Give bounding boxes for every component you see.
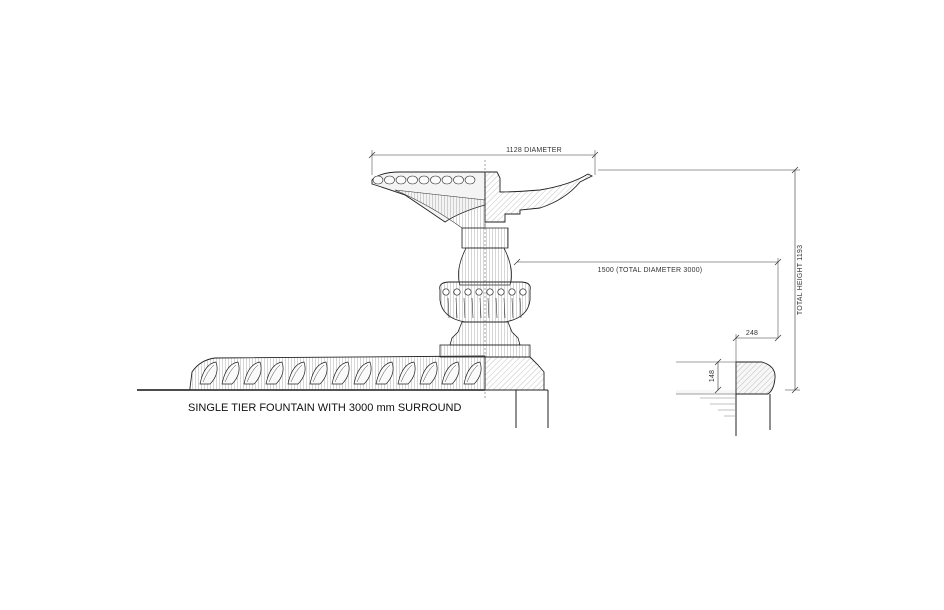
knop-flute (455, 297, 458, 319)
knop-flutes (447, 297, 522, 319)
knop-bead (453, 288, 461, 296)
knop-bead-ornament (442, 288, 527, 296)
leaf-vein (246, 364, 259, 383)
knop-bead (442, 288, 450, 296)
knop-flute (447, 297, 450, 319)
total-height-dimension: TOTAL HEIGHT 1193 (598, 166, 804, 394)
leaf-vein (356, 364, 369, 383)
knop-bead (475, 288, 483, 296)
rim-bead (464, 175, 476, 185)
rim-bead (407, 175, 418, 185)
knop-bead (486, 288, 494, 296)
rim-bead (430, 175, 441, 185)
kerb-width-label: 248 (746, 330, 758, 337)
knop-flute (487, 297, 490, 319)
leaf-vein (290, 364, 303, 383)
bowl-rim-ornament (372, 175, 476, 185)
leaf-vein (312, 364, 325, 383)
kerb-height-label: 148 (709, 370, 716, 382)
knop-bead (497, 288, 505, 296)
bowl-section (484, 171, 594, 223)
rim-bead (395, 175, 407, 185)
rim-bead (453, 175, 464, 185)
knop-bead (508, 288, 516, 296)
knop-flute (495, 297, 498, 319)
leaf-vein (422, 364, 435, 383)
knop-flute (503, 297, 506, 319)
leaf-vein (400, 364, 413, 383)
kerb-ground-hatch (700, 397, 735, 417)
rim-bead (441, 175, 453, 185)
knop-bead (519, 288, 527, 296)
leaf-vein (202, 364, 215, 383)
surround-radius-dimension: 1500 (TOTAL DIAMETER 3000) (513, 258, 782, 338)
leaf-vein (444, 364, 457, 383)
drawing-caption: SINGLE TIER FOUNTAIN WITH 3000 mm SURROU… (188, 402, 461, 414)
fountain-bowl (371, 171, 486, 229)
rim-bead (384, 175, 395, 185)
bowl-diameter-label: 1128 DIAMETER (506, 147, 562, 154)
surround-radius-label: 1500 (TOTAL DIAMETER 3000) (598, 267, 703, 274)
leaf-vein (268, 364, 281, 383)
pedestal-base (439, 321, 531, 358)
rim-bead (372, 175, 384, 185)
leaf-ornament-row (199, 361, 482, 385)
surround-moulding (189, 355, 486, 391)
leaf-vein (224, 364, 237, 383)
surround-section (484, 356, 549, 428)
kerb-detail: 248 148 (676, 330, 782, 436)
leaf-vein (334, 364, 347, 383)
rim-bead (418, 175, 430, 185)
knop-flute (479, 297, 482, 319)
leaf-vein (378, 364, 391, 383)
knop-flute (519, 297, 522, 319)
knop-flute (471, 297, 474, 319)
knop-flute (511, 297, 514, 319)
bowl-diameter-dimension: 1128 DIAMETER (368, 147, 599, 175)
knop-bead (464, 288, 472, 296)
knop-flute (463, 297, 466, 319)
total-height-label: TOTAL HEIGHT 1193 (797, 245, 804, 315)
leaf-vein (466, 364, 479, 383)
